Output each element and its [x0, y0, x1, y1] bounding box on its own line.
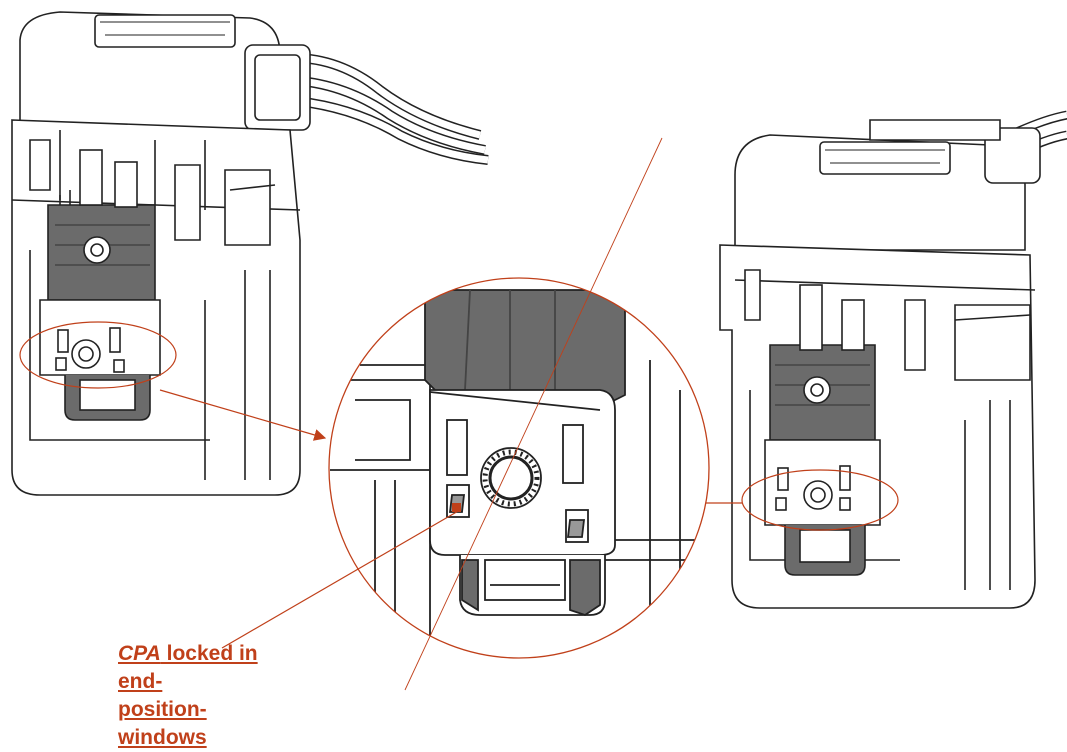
left-connector-icon: [11, 11, 489, 496]
left-arrow-line: [159, 389, 327, 441]
diagram-canvas: [11, 11, 1067, 691]
cpa-label-line1: locked in end-: [118, 642, 258, 693]
cpa-emphasis-text: CPA: [118, 642, 161, 665]
callout-line: [221, 509, 461, 649]
cpa-marker: [452, 503, 461, 512]
left-highlight-ellipse: [19, 321, 177, 389]
right-highlight-ellipse: [741, 469, 899, 531]
leader-line-top: [404, 137, 663, 691]
cpa-label-line2: position-windows: [118, 698, 207, 749]
magnified-detail-icon: [328, 277, 710, 659]
right-connector-icon: [719, 110, 1067, 609]
cpa-annotation-label: CPA locked in end- position-windows: [118, 640, 258, 752]
